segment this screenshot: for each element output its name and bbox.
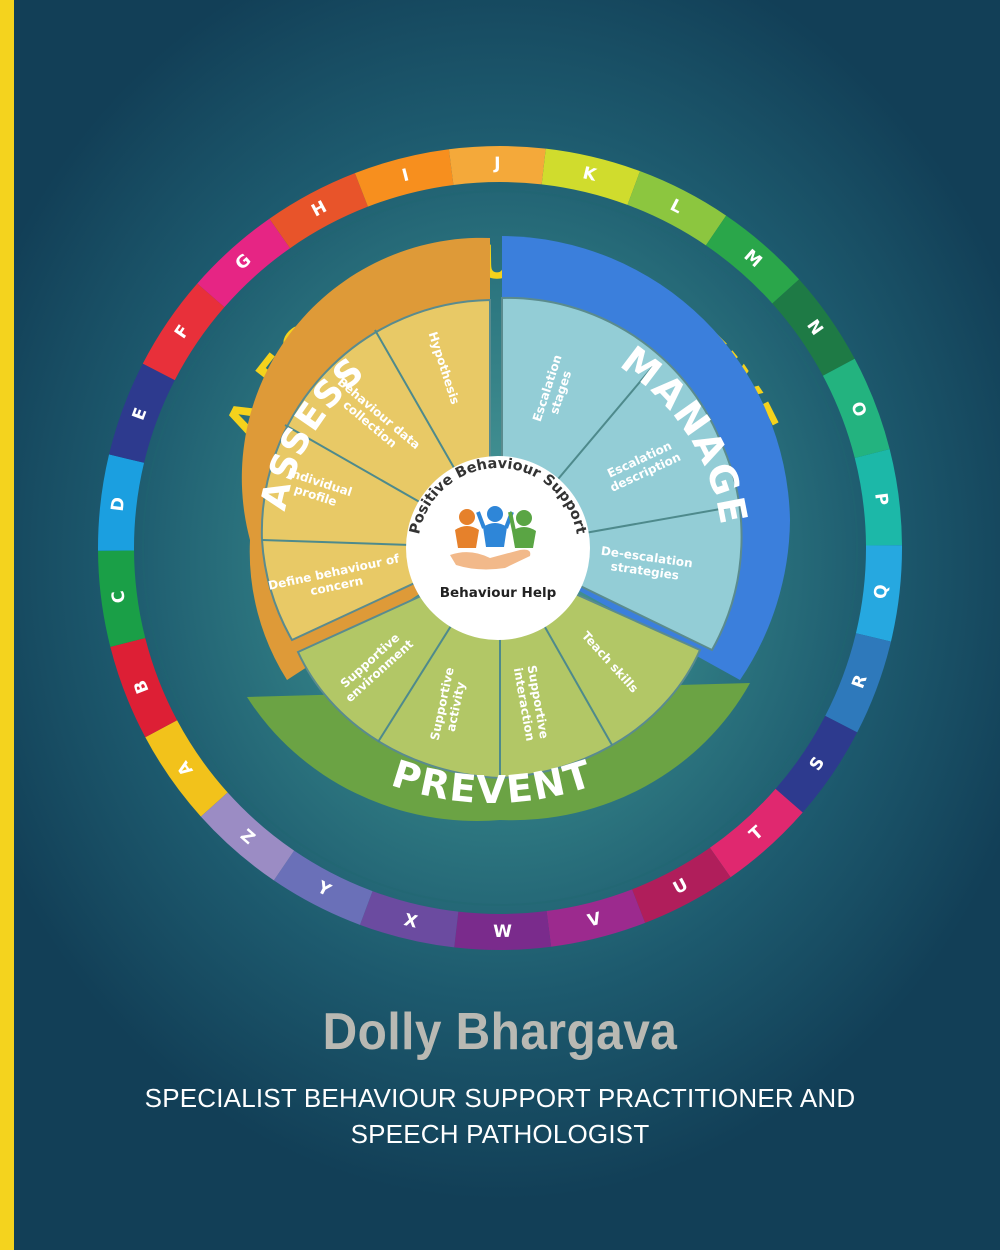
alphabet-letter-o: O: [846, 399, 870, 420]
alphabet-letter-d: D: [108, 496, 129, 512]
alphabet-letter-x: X: [402, 910, 419, 933]
alphabet-letter-i: I: [400, 165, 411, 186]
alphabet-letter-j: J: [493, 154, 500, 174]
alphabet-segment-z: [200, 792, 295, 881]
ring-divider: [142, 190, 858, 906]
alphabet-letter-k: K: [581, 163, 599, 186]
alphabet-segment-f: [142, 283, 225, 381]
alphabet-letter-q: Q: [871, 583, 893, 600]
credentials-line-2: SPEECH PATHOLOGIST: [350, 1119, 650, 1149]
alphabet-segment-h: [269, 173, 368, 249]
alphabet-segment-t: [709, 788, 803, 878]
alphabet-segment-d: [97, 454, 145, 551]
alphabet-segment-b: [110, 637, 178, 738]
alphabet-segment-u: [632, 847, 731, 923]
alphabet-segment-c: [98, 550, 146, 647]
family-icon: [450, 506, 536, 570]
alphabet-segment-w: [454, 911, 552, 950]
author-credentials: SPECIALIST BEHAVIOUR SUPPORT PRACTITIONE…: [0, 1080, 1000, 1152]
author-name: Dolly Bhargava: [322, 1003, 678, 1061]
alphabet-segment-g: [197, 218, 291, 308]
alphabet-segment-e: [109, 363, 175, 463]
alphabet-letter-r: R: [848, 672, 871, 691]
alphabet-segment-y: [273, 850, 373, 925]
alphabet-segment-v: [546, 889, 646, 947]
wheel-sections: [241, 236, 790, 821]
alphabet-segment-j: [448, 145, 546, 185]
alphabet-segment-x: [359, 891, 459, 948]
credentials-line-1: SPECIALIST BEHAVIOUR SUPPORT PRACTITIONE…: [144, 1083, 856, 1113]
alphabet-segment-l: [627, 171, 727, 246]
alphabet-segment-m: [705, 215, 800, 304]
alphabet-letter-c: C: [108, 589, 129, 604]
alphabet-segment-n: [772, 279, 855, 376]
yellow-spine-band: [0, 0, 14, 1250]
alphabet-segment-o: [822, 358, 890, 459]
alphabet-segment-k: [541, 148, 641, 205]
alphabet-segment-i: [354, 149, 454, 207]
alphabet-segment-p: [854, 449, 902, 546]
hub-circle: [406, 456, 590, 640]
alphabet-segment-r: [825, 633, 891, 733]
alphabet-letter-w: W: [493, 922, 512, 942]
alphabet-segment-s: [775, 715, 858, 813]
alphabet-letter-v: V: [586, 909, 604, 932]
alphabet-segment-q: [855, 545, 902, 642]
alphabet-segment-a: [145, 720, 228, 817]
hub-label: Behaviour Help: [440, 585, 557, 601]
alphabet-letter-p: P: [870, 492, 891, 507]
